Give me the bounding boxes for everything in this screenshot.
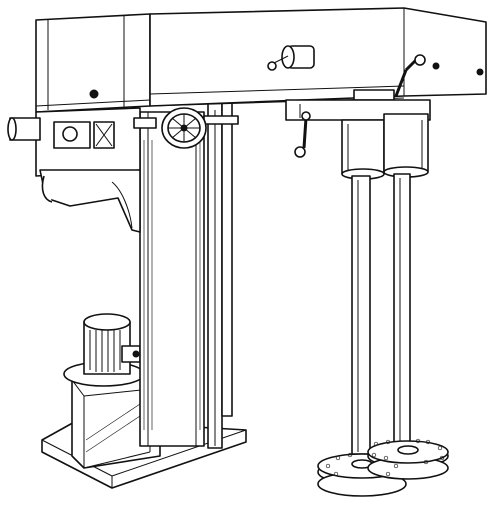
mixing-shafts	[351, 173, 411, 455]
guide-rods	[203, 99, 239, 449]
crank-handle-icon	[353, 54, 426, 101]
cross-beam	[149, 7, 487, 107]
beam-knob	[267, 45, 315, 71]
control-handwheel-icon	[133, 107, 207, 149]
upper-housing	[35, 13, 151, 113]
lever-handle	[294, 111, 311, 158]
motor-housing-box	[71, 373, 161, 469]
support-bracket	[39, 169, 141, 233]
disperser-blade-icon	[317, 438, 449, 497]
side-gearbox	[7, 107, 141, 177]
main-column	[139, 111, 205, 447]
shaft-drive-housings	[285, 99, 431, 180]
drive-motor-icon	[63, 313, 145, 387]
